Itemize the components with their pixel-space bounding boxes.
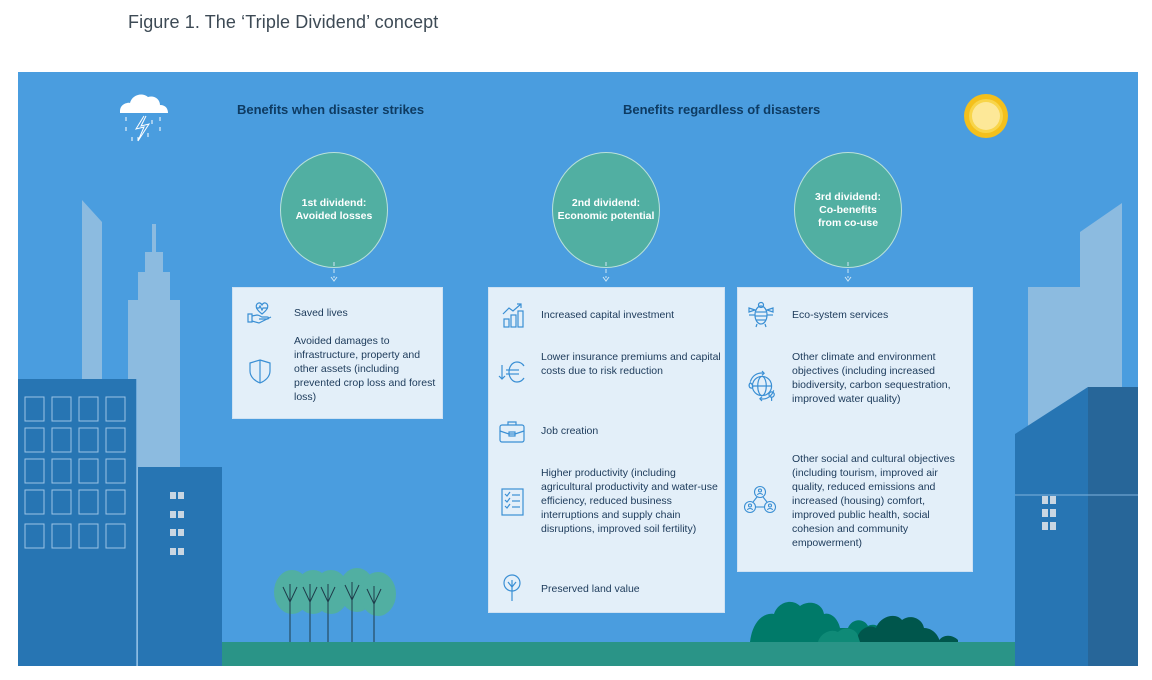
benefit-text: Job creation <box>541 425 599 437</box>
dividend-1-benefits-box: Saved lives Avoided damages to infrastru… <box>232 287 443 419</box>
bee-icon <box>748 301 774 328</box>
storm-cloud-icon <box>120 94 168 142</box>
dividend-3-circle: 3rd dividend: Co-benefits from co-use <box>794 152 902 268</box>
sun-icon <box>964 94 1008 138</box>
benefit-text: Other social and cultural objectives (in… <box>792 453 955 549</box>
triple-dividend-illustration: Benefits when disaster strikes Benefits … <box>18 72 1138 666</box>
dividend-3-label: 3rd dividend: Co-benefits from co-use <box>815 190 881 229</box>
benefit-text: Increased capital investment <box>541 309 675 321</box>
benefit-text: Avoided damages to infrastructure, prope… <box>294 335 436 403</box>
tree-icon <box>503 574 521 601</box>
ground <box>222 642 1015 666</box>
euro-down-icon <box>498 361 525 383</box>
dividend-2-label: 2nd dividend: Economic potential <box>557 197 655 222</box>
heading-benefits-regardless: Benefits regardless of disasters <box>623 102 821 117</box>
benefit-text: Lower insurance premiums and capital cos… <box>541 351 721 377</box>
dividend-2-circle: 2nd dividend: Economic potential <box>552 152 660 268</box>
dividend-1-circle: 1st dividend: Avoided losses <box>280 152 388 268</box>
figure-title: Figure 1. The ‘Triple Dividend’ concept <box>128 12 439 32</box>
dividend-3-benefits-box: Eco-system services Other climate and en… <box>737 287 973 572</box>
front-building-right-shade <box>1088 387 1138 666</box>
community-network-icon <box>743 485 777 514</box>
city-background <box>18 200 1138 666</box>
small-building-windows <box>170 492 184 555</box>
benefit-text: Higher productivity (including agricultu… <box>541 467 718 535</box>
briefcase-icon <box>499 421 525 443</box>
dividend-2-benefits-box: Increased capital investment Lower insur… <box>488 287 725 613</box>
dividend-1-label: 1st dividend: Avoided losses <box>295 197 373 222</box>
benefit-text: Preserved land value <box>541 583 640 595</box>
benefit-text: Eco-system services <box>792 309 889 321</box>
tree-row <box>274 568 396 642</box>
checklist-icon <box>501 488 524 516</box>
front-building-left <box>18 379 136 666</box>
arrow-down-icon <box>844 262 852 282</box>
heart-hand-icon <box>247 302 272 324</box>
shield-icon <box>249 359 271 384</box>
arrow-down-icon <box>330 262 338 282</box>
front-building-left-small <box>138 467 222 666</box>
globe-cycle-icon <box>748 370 775 402</box>
left-building-windows <box>24 396 126 549</box>
bushes <box>750 601 958 642</box>
heading-benefits-disaster: Benefits when disaster strikes <box>237 102 425 117</box>
benefit-text: Other climate and environment objectives… <box>792 351 951 405</box>
benefit-text: Saved lives <box>294 307 348 319</box>
arrow-down-icon <box>602 262 610 282</box>
right-building-windows <box>1042 496 1056 530</box>
chart-growth-icon <box>502 303 524 328</box>
